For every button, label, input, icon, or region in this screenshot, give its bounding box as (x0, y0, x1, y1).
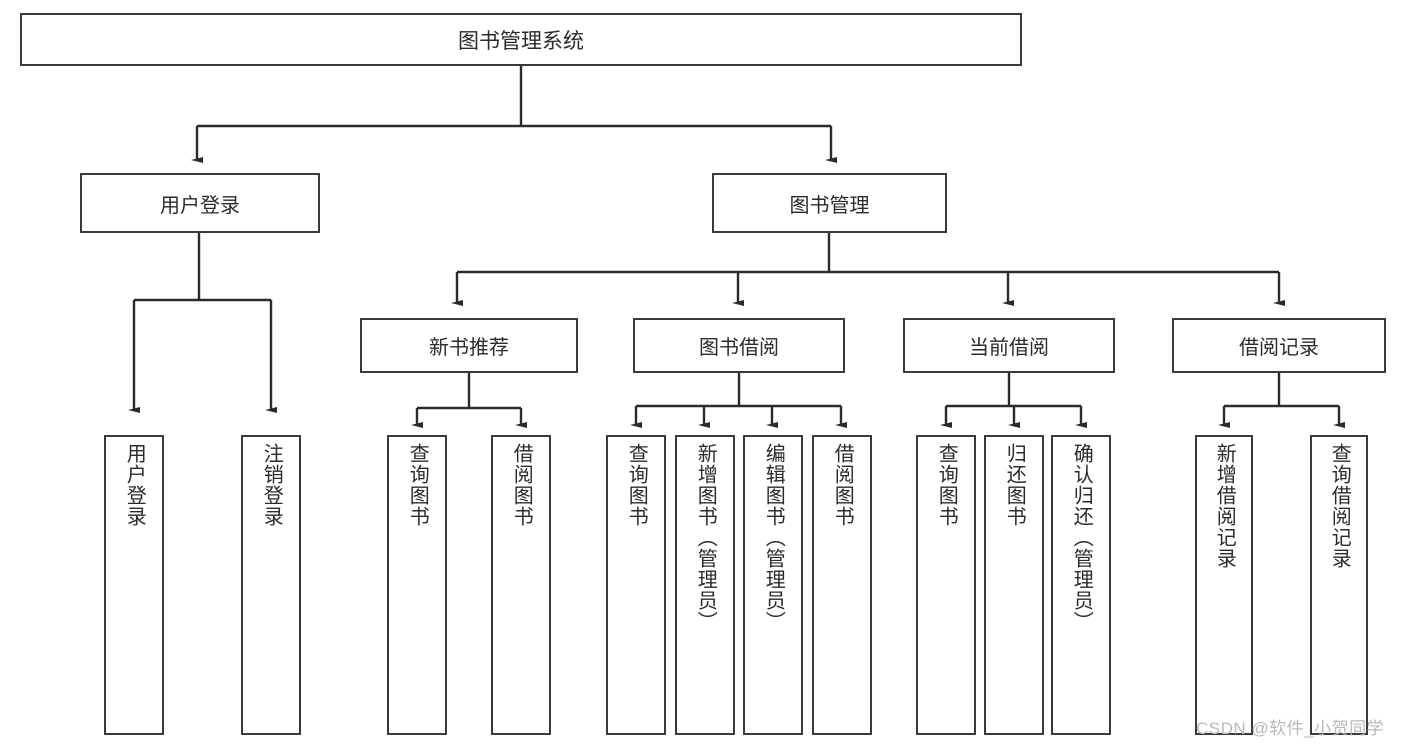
leaf-label: 查询图书 (935, 443, 958, 527)
leaf-label: 新增借阅记录 (1213, 443, 1236, 569)
leaf-label: 查询图书 (625, 443, 648, 527)
leaf-new-book-query[interactable]: 查询图书 (387, 435, 447, 735)
node-label: 新书推荐 (429, 337, 509, 359)
node-label: 图书管理系统 (458, 29, 584, 53)
node-root-system[interactable]: 图书管理系统 (20, 13, 1022, 66)
node-label: 用户登录 (160, 194, 240, 217)
leaf-borrow-borrow-book[interactable]: 借阅图书 (812, 435, 872, 735)
leaf-label: 新增图书（管理员） (694, 443, 717, 632)
leaf-label: 编辑图书（管理员） (762, 443, 785, 632)
leaf-current-confirm-return[interactable]: 确认归还（管理员） (1051, 435, 1111, 735)
node-new-book-recommend[interactable]: 新书推荐 (360, 318, 578, 373)
leaf-label: 注销登录 (260, 443, 283, 527)
node-book-management[interactable]: 图书管理 (712, 173, 947, 233)
leaf-label: 确认归还（管理员） (1070, 443, 1093, 632)
leaf-label: 查询借阅记录 (1328, 443, 1351, 569)
node-borrow-record[interactable]: 借阅记录 (1172, 318, 1386, 373)
node-user-login[interactable]: 用户登录 (80, 173, 320, 233)
leaf-label: 归还图书 (1003, 443, 1026, 527)
leaf-borrow-add-book[interactable]: 新增图书（管理员） (675, 435, 735, 735)
leaf-user-login-login[interactable]: 用户登录 (104, 435, 164, 735)
leaf-label: 借阅图书 (831, 443, 854, 527)
leaf-borrow-edit-book[interactable]: 编辑图书（管理员） (743, 435, 803, 735)
node-book-borrow[interactable]: 图书借阅 (633, 318, 845, 373)
leaf-label: 借阅图书 (510, 443, 533, 527)
leaf-record-query[interactable]: 查询借阅记录 (1310, 435, 1368, 735)
node-current-borrow[interactable]: 当前借阅 (903, 318, 1115, 373)
leaf-current-query-book[interactable]: 查询图书 (916, 435, 976, 735)
node-label: 当前借阅 (969, 337, 1049, 359)
node-label: 图书借阅 (699, 337, 779, 359)
leaf-label: 用户登录 (123, 443, 146, 527)
csdn-watermark: CSDN @软件_小贺同学 (1196, 719, 1385, 738)
node-label: 借阅记录 (1239, 337, 1319, 359)
leaf-borrow-query-book[interactable]: 查询图书 (606, 435, 666, 735)
leaf-record-add[interactable]: 新增借阅记录 (1195, 435, 1253, 735)
leaf-user-login-logout[interactable]: 注销登录 (241, 435, 301, 735)
leaf-new-book-borrow[interactable]: 借阅图书 (491, 435, 551, 735)
leaf-current-return-book[interactable]: 归还图书 (984, 435, 1044, 735)
node-label: 图书管理 (789, 194, 870, 217)
leaf-label: 查询图书 (406, 443, 429, 527)
